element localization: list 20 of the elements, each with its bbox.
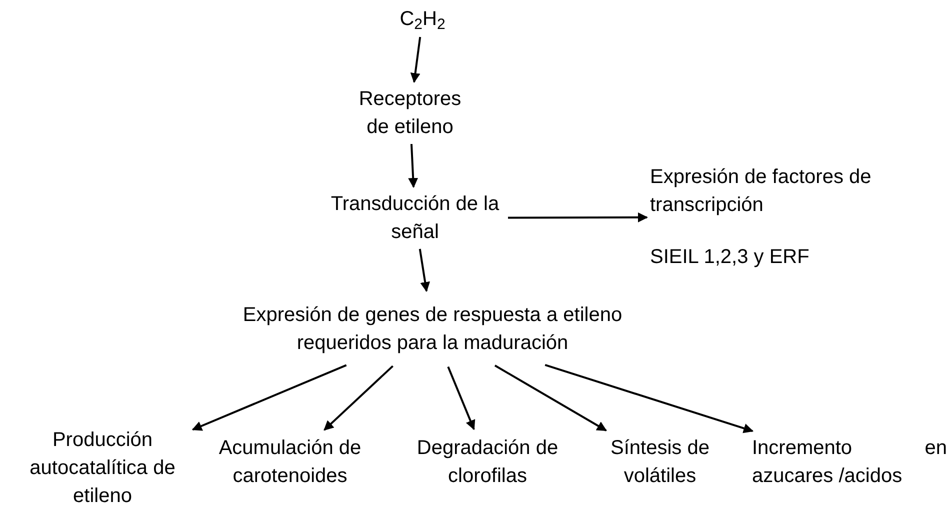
arrow: [192, 364, 347, 431]
node-text: Síntesis de volátiles: [610, 436, 710, 489]
node-text: C$_{2}$H$_{2}$: [398, 7, 446, 33]
node-text: Expresión de genes de respuesta a etileno requeridos para la maduración: [242, 303, 624, 356]
node-text: Acumulación de carotenoides: [218, 436, 362, 489]
node-text: Transducción de la señal: [330, 192, 500, 245]
arrow: [324, 365, 394, 431]
arrow: [494, 364, 607, 432]
node-text: SIEIL 1,2,3 y ERF: [650, 245, 810, 270]
node-text: Expresión de factores de transcripción: [650, 165, 872, 218]
arrow: [544, 364, 754, 434]
arrow: [408, 144, 418, 188]
node-text: Receptores de etileno: [358, 87, 462, 140]
node-text: Producción autocatalítica de etileno: [28, 428, 176, 508]
arrow: [447, 366, 476, 430]
arrow: [418, 248, 430, 292]
arrow: [410, 36, 422, 84]
arrow: [508, 212, 648, 222]
node-text: Incremento en azucares /acidos: [752, 436, 947, 489]
node-text: Degradación de clorofilas: [416, 436, 560, 489]
